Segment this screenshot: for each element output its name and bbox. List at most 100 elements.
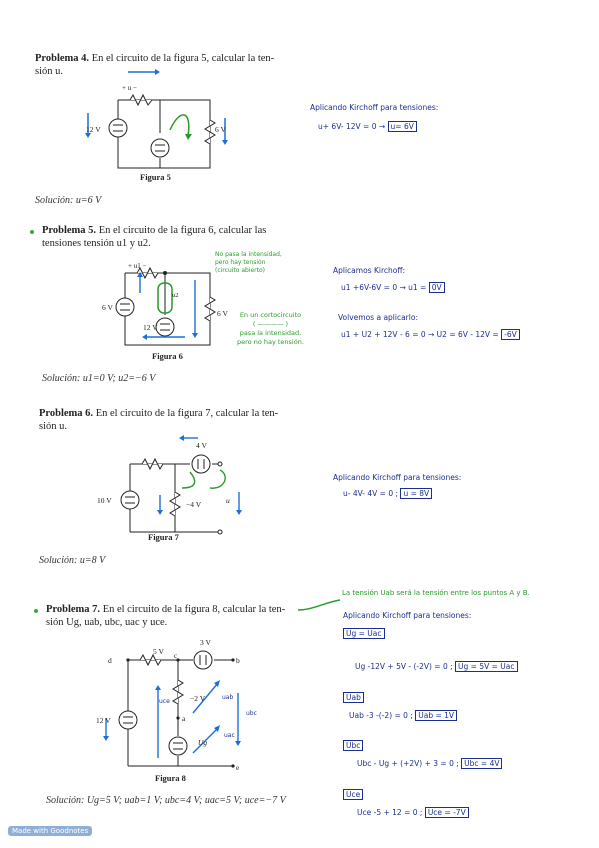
p7-text1: En el circuito de la figura 8, calcular … (102, 604, 286, 615)
p6-title: Problema 6. (39, 408, 94, 419)
p4-text2: sión u. (35, 66, 64, 77)
p5-green-note2-l3: pasa la intensidad, (239, 329, 302, 337)
p7-12v-label: 12 V (96, 716, 111, 725)
p5-green-note1-l3: (circuito abierto) (215, 267, 266, 274)
p7-note-e4: Uce -5 + 12 = 0 ; Uce = -7V (357, 807, 469, 818)
p4-note-answer: u= 6V (387, 121, 417, 132)
p7-note-h1: Ug = Uac (343, 628, 385, 639)
p5-6v-left-label: 6 V (102, 303, 113, 312)
p5-green-note2-l1: En un cortocircuito (239, 311, 302, 319)
p7-ug-label: Ug (198, 738, 208, 747)
p7-note-e2-eq: Uab -3 -(-2) = 0 ; (349, 711, 413, 720)
p7-node-c: c (174, 652, 178, 660)
p7-note-h3: Ubc (343, 740, 364, 751)
p5-green-note1: No pasa la intensidad, pero hay tensión … (215, 251, 282, 275)
p7-note-e1: Ug -12V + 5V - (-2V) = 0 ; Ug = 5V = Uac (355, 661, 518, 672)
p6-figure-caption: Figura 7 (148, 532, 179, 542)
p6-statement: Problema 6. En el circuito de la figura … (39, 407, 294, 433)
p6-note-answer: u = 8V (400, 488, 433, 499)
p7-solution: Solución: Ug=5 V; uab=1 V; ubc=4 V; uac=… (46, 795, 286, 806)
p7-note-e3-eq: Ubc - Ug + (+2V) + 3 = 0 ; (357, 759, 459, 768)
p7-note-h2: Uab (343, 692, 364, 703)
p5-green-note2-l2: ( ———— ) (252, 320, 289, 328)
p4-text1: En el circuito de la figura 5, calcular … (91, 53, 275, 64)
p5-solution: Solución: u1=0 V; u2=−6 V (42, 373, 156, 384)
p5-note-l1: Aplicamos Kirchoff: (333, 266, 406, 275)
p6-4v-label: 4 V (196, 441, 207, 450)
p7-circuit (103, 650, 241, 768)
p5-note-eq1: u1 +6V-6V = 0 → u1 = (341, 283, 427, 292)
p4-solution: Solución: u=6 V (35, 195, 102, 206)
p6-10v-label: 10 V (97, 496, 112, 505)
p5-note-l3: Volvemos a aplicarlo: (338, 313, 418, 322)
p6-solution: Solución: u=8 V (39, 555, 106, 566)
p5-figure-caption: Figura 6 (152, 351, 183, 361)
p5-circuit (115, 266, 216, 346)
p7-node-d: d (108, 656, 112, 665)
p5-text1: En el circuito de la figura 6, calcular … (98, 225, 267, 236)
p4-circuit (85, 69, 228, 169)
p4-6v-label: 6 V (215, 125, 226, 134)
p5-note-answer1: 0V (428, 282, 445, 293)
p4-note-line2: u+ 6V- 12V = 0 → u= 6V (318, 121, 417, 132)
p7-note-h4: Uce (343, 789, 364, 800)
p7-note-h1-box: Ug = Uac (343, 628, 385, 639)
p5-green-note2-l4: pero no hay tensión. (237, 338, 304, 346)
p7-note-l1: Aplicando Kirchoff para tensiones: (343, 611, 472, 620)
p7-note-e1-eq: Ug -12V + 5V - (-2V) = 0 ; (355, 662, 453, 671)
p7-note-h3-box: Ubc (343, 740, 364, 751)
p7-uac-label: uac (224, 732, 235, 739)
p6-u-label: u (226, 496, 230, 505)
p5-bullet (30, 230, 34, 234)
p7-text2: sión Ug, uab, ubc, uac y uce. (46, 617, 168, 628)
p5-note-eq2: u1 + U2 + 12V - 6 = 0 → U2 = 6V - 12V = (341, 330, 499, 339)
p7-statement: Problema 7. En el circuito de la figura … (46, 603, 298, 629)
p7-note-h2-box: Uab (343, 692, 364, 703)
p5-u1-label: + u1 − (128, 262, 147, 270)
p7-note-h4-box: Uce (343, 789, 364, 800)
p4-figure-caption: Figura 5 (140, 172, 171, 182)
p7-node-b: b (236, 656, 240, 665)
p7-3v-label: 3 V (200, 638, 211, 647)
p4-note-line1: Aplicando Kirchoff para tensiones: (310, 103, 439, 112)
p4-u-label: + u − (122, 84, 137, 92)
p7-green-pointer (297, 599, 341, 611)
p7-note-e4-ans: Uce = -7V (424, 807, 469, 818)
p5-green-note2: En un cortocircuito ( ———— ) pasa la int… (237, 311, 304, 347)
p4-note-eq: u+ 6V- 12V = 0 → (318, 122, 386, 131)
p7-node-e: e (236, 763, 240, 772)
p7-note-e3-ans: Ubc = 4V (461, 758, 503, 769)
p6-note-line2: u- 4V- 4V = 0 ; u = 8V (343, 488, 433, 499)
p5-note-l4: u1 + U2 + 12V - 6 = 0 → U2 = 6V - 12V = … (341, 329, 520, 340)
p5-note-l2: u1 +6V-6V = 0 → u1 = 0V (341, 282, 445, 293)
p7-figure-caption: Figura 8 (155, 773, 186, 783)
p7-node-a: a (182, 714, 186, 723)
p7-green-note: La tensión Uab será la tensión entre los… (342, 589, 530, 597)
p4-title: Problema 4. (35, 53, 90, 64)
p4-12v-label: 12 V (86, 125, 101, 134)
p5-6v-right-label: 6 V (217, 309, 228, 318)
p6-text1: En el circuito de la figura 7, calcular … (95, 408, 279, 419)
p6-note-eq: u- 4V- 4V = 0 ; (343, 489, 399, 498)
p5-text2: tensiones tensión u1 y u2. (42, 238, 151, 249)
p4-statement: Problema 4. En el circuito de la figura … (35, 52, 295, 78)
p7-uab-label: uab (222, 694, 234, 701)
p7-note-e3: Ubc - Ug + (+2V) + 3 = 0 ; Ubc = 4V (357, 758, 503, 769)
p6-text2: sión u. (39, 421, 68, 432)
p6-note-line1: Aplicando Kirchoff para tensiones: (333, 473, 462, 482)
p7-title: Problema 7. (46, 604, 101, 615)
p7-note-e2-ans: Uab = 1V (415, 710, 458, 721)
p5-u2-label: u2 (172, 292, 179, 299)
p6-circuit (120, 435, 242, 535)
p6-minus4v-label: −4 V (186, 500, 202, 509)
p7-bullet (34, 609, 38, 613)
p7-minus2v-label: −2 V (190, 694, 206, 703)
p5-12v-label: 12 V (143, 323, 158, 332)
p7-note-e2: Uab -3 -(-2) = 0 ; Uab = 1V (349, 710, 458, 721)
p5-title: Problema 5. (42, 225, 97, 236)
p5-note-answer2: -6V (501, 329, 520, 340)
p7-note-e1-ans: Ug = 5V = Uac (455, 661, 518, 672)
p7-5v-label: 5 V (153, 647, 164, 656)
goodnotes-badge[interactable]: Made with Goodnotes (8, 826, 93, 836)
p5-statement: Problema 5. En el circuito de la figura … (42, 224, 294, 250)
